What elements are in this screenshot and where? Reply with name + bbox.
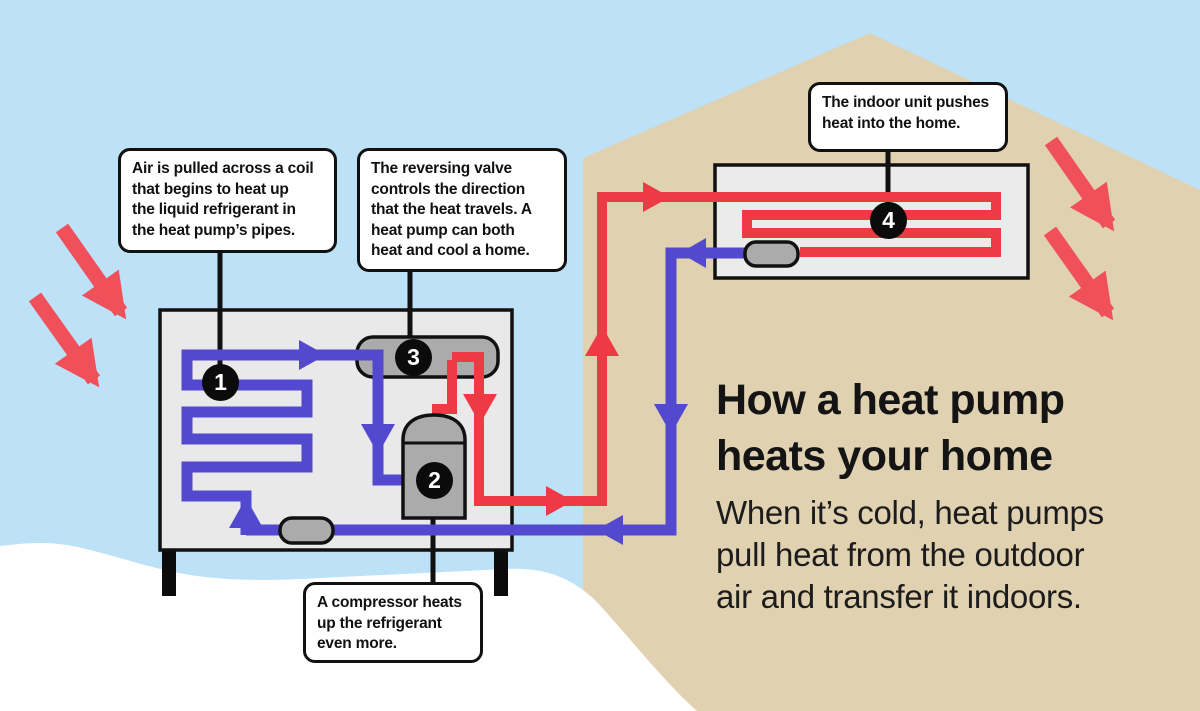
- callout-reversing-valve: The reversing valve controls the directi…: [357, 148, 567, 272]
- step-badge-4: 4: [870, 202, 907, 239]
- cold-refrigerant-pipe: [181, 247, 748, 536]
- indoor-heat-arrow-icon: [1043, 226, 1115, 321]
- callout-coil: Air is pulled across a coil that begins …: [118, 148, 337, 253]
- heat-flow-arrows: [28, 136, 1116, 388]
- outdoor-expansion-valve: [278, 516, 335, 545]
- step-badge-2: 2: [416, 462, 453, 499]
- arrow-right-icon: [299, 340, 326, 370]
- step-badge-1: 1: [202, 364, 239, 401]
- cold-pipe-valve-to-compressor: [360, 349, 406, 486]
- cold-pipe-arrowheads: [229, 238, 706, 545]
- evaporator-coil: [181, 349, 366, 535]
- outdoor-unit-right-leg: [494, 550, 508, 596]
- arrow-down-icon: [463, 394, 497, 424]
- arrow-right-icon: [643, 182, 670, 212]
- indoor-heat-arrow-icon: [1044, 136, 1116, 232]
- arrow-left-icon: [680, 238, 706, 268]
- hot-pipe-arrowheads: [463, 182, 670, 516]
- arrow-right-icon: [546, 486, 573, 516]
- hot-pipe-main-run: [452, 192, 1001, 506]
- title-block: How a heat pump heats your home When it’…: [716, 372, 1186, 618]
- arrow-up-icon: [229, 498, 263, 528]
- arrow-up-icon: [585, 326, 619, 356]
- page-title: How a heat pump heats your home: [716, 376, 1065, 480]
- page-subtitle: When it’s cold, heat pumps pull heat fro…: [716, 494, 1104, 615]
- arrow-down-icon: [361, 424, 395, 454]
- indoor-expansion-valve: [743, 240, 800, 268]
- outdoor-heat-arrow-icon: [55, 223, 128, 320]
- arrow-down-icon: [654, 404, 688, 434]
- callout-indoor-unit: The indoor unit pushes heat into the hom…: [808, 82, 1008, 152]
- outdoor-unit-left-leg: [162, 550, 176, 596]
- outdoor-heat-arrow-icon: [28, 292, 101, 388]
- callout-compressor: A compressor heats up the refrigerant ev…: [303, 582, 483, 663]
- step-badge-3: 3: [395, 339, 432, 376]
- arrow-left-icon: [596, 515, 623, 545]
- cold-pipe-return-line: [246, 247, 748, 536]
